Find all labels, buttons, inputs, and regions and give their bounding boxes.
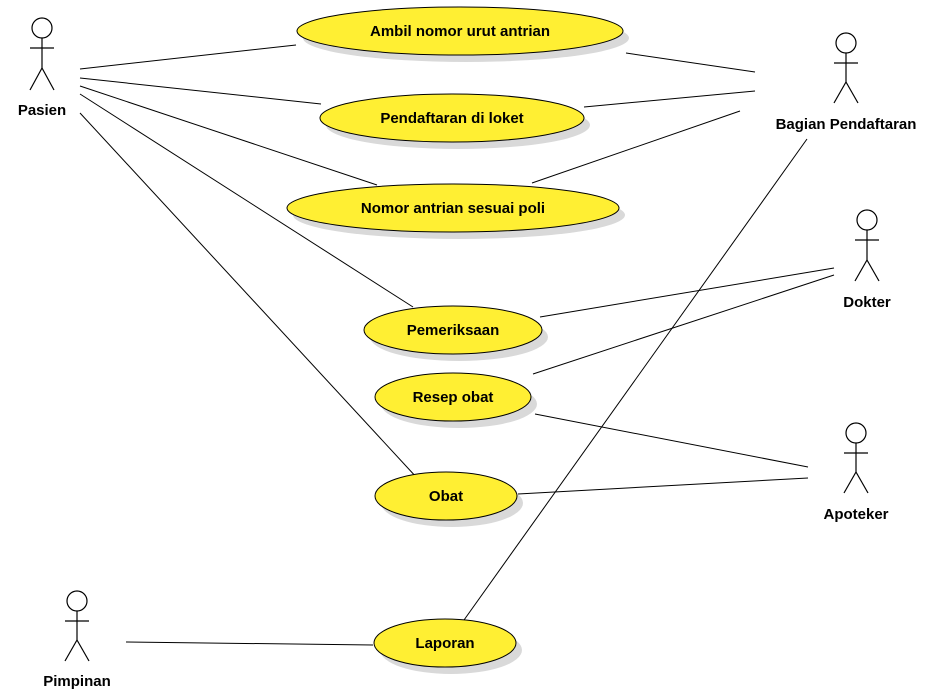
assoc-pasien-pemeriksaan: [79, 93, 414, 308]
actor-label: Apoteker: [823, 506, 888, 523]
assoc-apoteker-resep-obat: [534, 413, 809, 468]
stick-figure-icon: [854, 209, 880, 282]
use-case-obat[interactable]: Obat: [374, 471, 523, 527]
actor-pimpinan[interactable]: Pimpinan: [43, 590, 111, 690]
actor-dokter[interactable]: Dokter: [843, 209, 891, 311]
use-case-label: Pemeriksaan: [407, 322, 500, 339]
stick-figure-icon: [64, 590, 90, 662]
use-case-label: Pendaftaran di loket: [380, 110, 523, 127]
assoc-dokter-resep-obat: [532, 274, 835, 375]
use-case-label: Laporan: [415, 635, 474, 652]
actor-pasien[interactable]: Pasien: [18, 17, 66, 119]
stick-figure-icon: [843, 422, 869, 494]
assoc-pendaftaran-nomor-antrian-poli: [531, 110, 741, 184]
use-case-pemeriksaan[interactable]: Pemeriksaan: [363, 305, 548, 361]
use-case-label: Resep obat: [413, 389, 494, 406]
assoc-pasien-nomor-antrian-poli: [79, 85, 378, 186]
use-case-ambil-nomor[interactable]: Ambil nomor urut antrian: [296, 6, 629, 62]
actor-label: Bagian Pendaftaran: [776, 116, 917, 133]
association-lines: [79, 44, 835, 646]
assoc-pasien-ambil-nomor: [79, 44, 297, 70]
actor-label: Pasien: [18, 102, 66, 119]
assoc-pasien-obat: [79, 112, 419, 480]
assoc-dokter-pemeriksaan: [539, 267, 835, 318]
use-case-label: Nomor antrian sesuai poli: [361, 200, 545, 217]
stick-figure-icon: [29, 17, 55, 91]
use-case-pendaftaran-loket[interactable]: Pendaftaran di loket: [319, 93, 590, 149]
use-case-nomor-antrian-poli[interactable]: Nomor antrian sesuai poli: [286, 183, 625, 239]
assoc-pendaftaran-ambil-nomor: [625, 52, 756, 73]
actor-label: Dokter: [843, 294, 891, 311]
use-case-label: Ambil nomor urut antrian: [370, 23, 550, 40]
assoc-pendaftaran-pendaftaran-loket: [583, 90, 756, 108]
assoc-apoteker-obat: [517, 477, 809, 495]
use-case-resep-obat[interactable]: Resep obat: [374, 372, 537, 428]
actor-label: Pimpinan: [43, 673, 111, 690]
use-case-laporan[interactable]: Laporan: [373, 618, 522, 674]
use-case-label: Obat: [429, 488, 463, 505]
stick-figure-icon: [833, 32, 859, 104]
actor-apoteker[interactable]: Apoteker: [823, 422, 889, 523]
assoc-pasien-pendaftaran-loket: [79, 77, 322, 105]
assoc-pendaftaran-laporan: [463, 138, 808, 621]
assoc-pimpinan-laporan: [125, 641, 374, 646]
actor-bagian-pendaftaran[interactable]: Bagian Pendaftaran: [776, 32, 917, 133]
